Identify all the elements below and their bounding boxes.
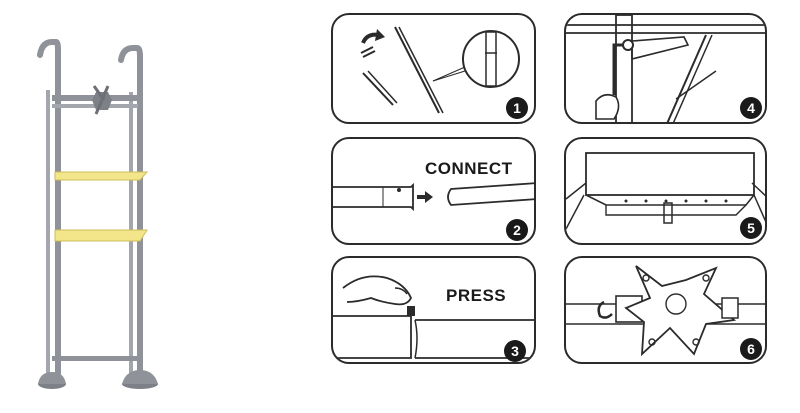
stand-frame-icon — [37, 39, 158, 389]
step-6-panel: 6 — [564, 256, 767, 364]
step-2-panel: CONNECT 2 — [331, 137, 536, 245]
step-3-badge: 3 — [504, 340, 526, 362]
step-4-badge: 4 — [740, 97, 762, 119]
step-2-label: CONNECT — [425, 159, 513, 178]
step-1-panel: 1 — [331, 13, 536, 124]
step-6-badge: 6 — [740, 338, 762, 360]
step-4-panel: 4 — [564, 13, 767, 124]
monitor-mount-plate-icon — [566, 265, 765, 357]
tube-connect-icon — [333, 182, 534, 212]
step-1-badge: 1 — [506, 97, 528, 119]
mount-bracket-icon — [92, 85, 112, 115]
tube-assembly-icon — [360, 26, 520, 114]
display-stand-illustration — [0, 0, 200, 408]
press-button-icon — [333, 275, 534, 359]
step-5-badge: 5 — [740, 217, 762, 239]
step-5-panel: 5 — [564, 137, 767, 245]
step-2-badge: 2 — [506, 219, 528, 241]
step-3-panel: PRESS 3 — [331, 256, 536, 364]
shelf-bracket-icon — [566, 152, 765, 230]
hex-key-tighten-icon — [566, 15, 765, 122]
step-3-label: PRESS — [446, 286, 507, 305]
